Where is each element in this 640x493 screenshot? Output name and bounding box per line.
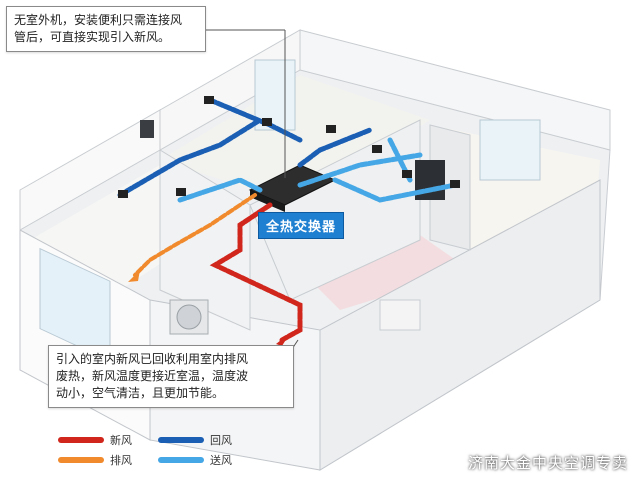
- vent: [262, 118, 272, 126]
- vent: [176, 188, 186, 196]
- wechat-icon: [446, 456, 464, 470]
- vent: [450, 180, 460, 188]
- vent: [204, 96, 214, 104]
- legend-item-exhaust-air: 排风: [58, 452, 132, 468]
- callout-line: 废热，新风温度更接近室温，温度波: [56, 368, 286, 385]
- heat-exchanger-label: 全热交换器: [258, 212, 344, 239]
- legend-swatch-return-air: [158, 437, 204, 443]
- watermark-text: 济南大金中央空调专卖: [468, 452, 628, 473]
- callout-fresh-air-benefit: 引入的室内新风已回收利用室内排风 废热，新风温度更接近室温，温度波 动小，空气清…: [48, 345, 294, 408]
- legend-swatch-supply-air: [158, 457, 204, 463]
- legend-item-return-air: 回风: [158, 432, 232, 448]
- legend-label: 回风: [210, 432, 232, 448]
- picture-frame: [140, 120, 154, 138]
- legend-label: 新风: [110, 432, 132, 448]
- callout-line: 无室外机，安装便利只需连接风: [14, 12, 198, 29]
- vent: [402, 170, 412, 178]
- legend-label: 送风: [210, 452, 232, 468]
- legend-item-supply-air: 送风: [158, 452, 232, 468]
- legend-label: 排风: [110, 452, 132, 468]
- legend-item-fresh-air: 新风: [58, 432, 132, 448]
- outdoor-unit-fan: [177, 305, 201, 329]
- vent: [372, 145, 382, 153]
- bathroom-counter: [380, 300, 420, 330]
- window-right: [480, 120, 540, 180]
- callout-line: 管后，可直接实现引入新风。: [14, 29, 198, 46]
- callout-line: 动小，空气清洁，且更加节能。: [56, 385, 286, 402]
- legend-swatch-fresh-air: [58, 437, 104, 443]
- vent: [118, 190, 128, 198]
- callout-no-outdoor-unit: 无室外机，安装便利只需连接风 管后，可直接实现引入新风。: [6, 6, 206, 52]
- vent: [326, 125, 336, 133]
- callout-line: 引入的室内新风已回收利用室内排风: [56, 351, 286, 368]
- legend-swatch-exhaust-air: [58, 457, 104, 463]
- airflow-legend: 新风 回风 排风 送风: [58, 430, 248, 472]
- watermark: 济南大金中央空调专卖: [446, 452, 628, 473]
